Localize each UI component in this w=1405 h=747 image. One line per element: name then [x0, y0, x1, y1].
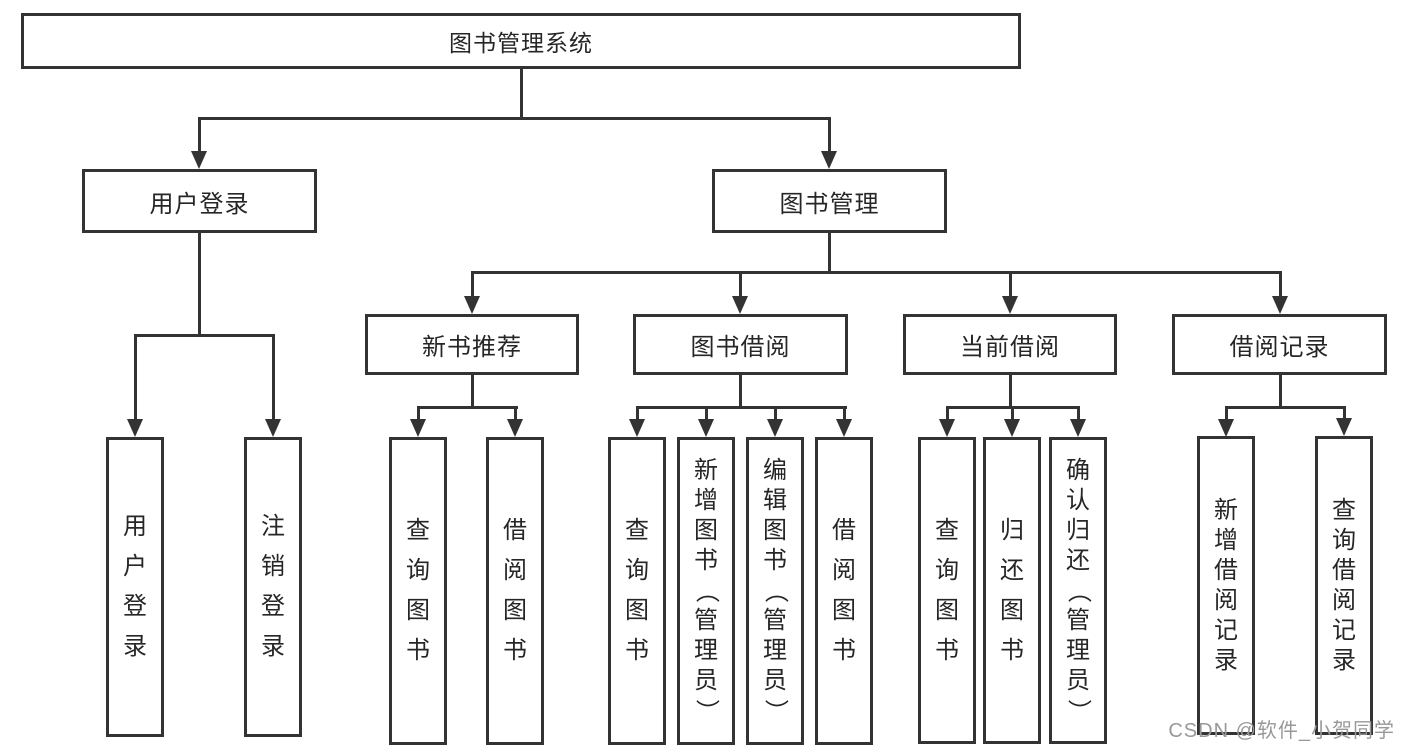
- connector-line: [1225, 407, 1228, 420]
- connector-line: [520, 67, 523, 119]
- leaf-edit-book-admin: 编辑图书（管理员）: [746, 437, 804, 745]
- leaf-user-login: 用户登录: [106, 437, 164, 737]
- connector-line: [134, 334, 275, 337]
- leaf-logout: 注销登录: [244, 437, 302, 737]
- connector-line: [739, 272, 742, 297]
- arrowhead: [507, 419, 523, 437]
- arrowhead: [1218, 419, 1234, 437]
- arrowhead: [821, 151, 837, 169]
- node-user-login: 用户登录: [82, 169, 317, 233]
- leaf-return-book: 归还图书: [983, 437, 1041, 744]
- node-book-management: 图书管理: [712, 169, 947, 233]
- watermark: CSDN @软件_小贺同学: [1168, 720, 1395, 742]
- connector-line: [198, 117, 831, 120]
- arrowhead: [767, 419, 783, 437]
- connector-line: [1279, 375, 1282, 408]
- connector-line: [471, 271, 1282, 274]
- arrowhead: [410, 419, 426, 437]
- connector-line: [739, 375, 742, 408]
- connector-line: [198, 233, 201, 336]
- connector-line: [514, 407, 517, 420]
- connector-line: [1009, 272, 1012, 297]
- connector-line: [843, 407, 846, 420]
- leaf-borrow-books-1: 借阅图书: [486, 437, 544, 745]
- node-current-borrow: 当前借阅: [903, 314, 1117, 375]
- node-new-book-recommend: 新书推荐: [365, 314, 579, 375]
- connector-line: [471, 375, 474, 408]
- leaf-query-books-3: 查询图书: [918, 437, 976, 744]
- connector-line: [1077, 407, 1080, 420]
- leaf-query-books-1: 查询图书: [389, 437, 447, 745]
- connector-line: [1225, 406, 1346, 409]
- arrowhead: [1070, 419, 1086, 437]
- node-library-management-system: 图书管理系统: [21, 13, 1021, 69]
- arrowhead: [1002, 296, 1018, 314]
- arrowhead: [629, 419, 645, 437]
- leaf-add-book-admin: 新增图书（管理员）: [677, 437, 735, 745]
- connector-line: [705, 407, 708, 420]
- leaf-query-borrow-record: 查询借阅记录: [1315, 436, 1373, 735]
- connector-line: [636, 406, 847, 409]
- connector-line: [946, 407, 949, 420]
- connector-line: [828, 233, 831, 273]
- arrowhead: [191, 151, 207, 169]
- arrowhead: [698, 419, 714, 437]
- arrowhead: [732, 296, 748, 314]
- connector-line: [828, 118, 831, 152]
- arrowhead: [127, 419, 143, 437]
- arrowhead: [836, 419, 852, 437]
- connector-line: [417, 406, 518, 409]
- node-book-borrow: 图书借阅: [633, 314, 848, 375]
- leaf-borrow-books-2: 借阅图书: [815, 437, 873, 745]
- arrowhead: [1336, 418, 1352, 436]
- arrowhead: [939, 419, 955, 437]
- connector-line: [774, 407, 777, 420]
- connector-line: [1279, 272, 1282, 297]
- connector-line: [1011, 407, 1014, 420]
- arrowhead: [1272, 296, 1288, 314]
- connector-line: [1009, 375, 1012, 408]
- arrowhead: [464, 296, 480, 314]
- connector-line: [1343, 407, 1346, 420]
- leaf-query-books-2: 查询图书: [608, 437, 666, 745]
- node-borrow-records: 借阅记录: [1172, 314, 1387, 375]
- connector-line: [134, 335, 137, 420]
- leaf-add-borrow-record: 新增借阅记录: [1197, 436, 1255, 735]
- connector-line: [198, 118, 201, 152]
- connector-line: [471, 272, 474, 297]
- arrowhead: [1004, 419, 1020, 437]
- arrowhead: [265, 419, 281, 437]
- connector-line: [417, 407, 420, 420]
- connector-line: [272, 335, 275, 420]
- connector-line: [636, 407, 639, 420]
- leaf-confirm-return-admin: 确认归还（管理员）: [1049, 437, 1107, 744]
